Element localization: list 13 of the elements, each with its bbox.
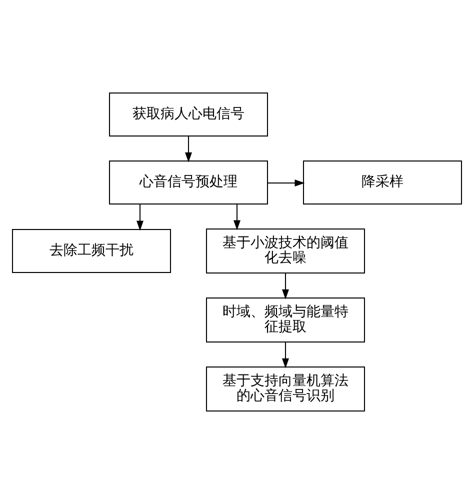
arrow [282, 272, 289, 299]
node-box: 基于支持向量机算法的心音信号识别 [206, 366, 365, 411]
node-box: 降采样 [303, 160, 462, 204]
arrow [185, 135, 192, 162]
arrow [267, 179, 305, 186]
arrow [282, 341, 289, 368]
arrow [136, 203, 144, 230]
node-box: 去除工频干扰 [12, 228, 171, 272]
node-box: 时域、频域与能量特征提取 [206, 297, 365, 342]
node-box: 心音信号预处理 [109, 160, 268, 204]
node-box: 获取病人心电信号 [109, 92, 268, 136]
arrow [234, 203, 240, 230]
node-box: 基于小波技术的阈值化去噪 [206, 228, 365, 273]
